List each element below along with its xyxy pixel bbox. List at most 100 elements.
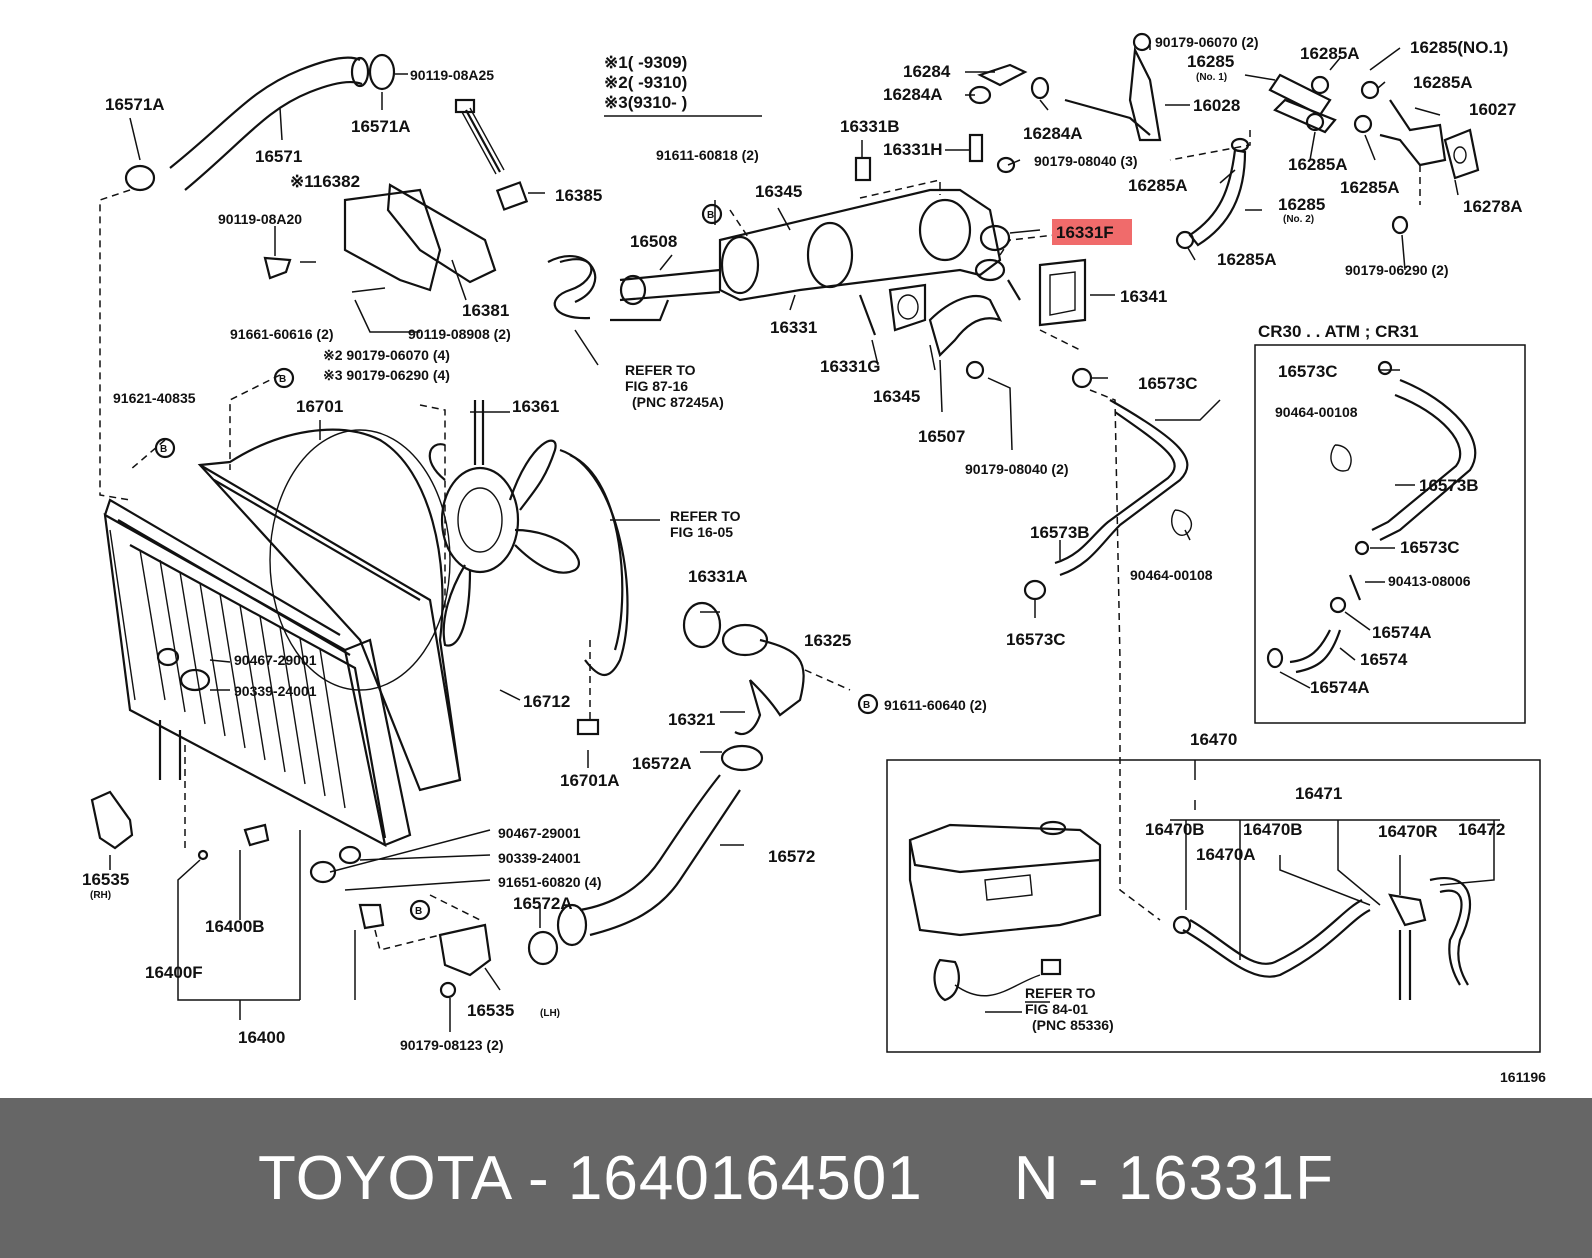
part-label: 16284A xyxy=(883,85,943,104)
part-label: (LH) xyxy=(540,1008,560,1019)
part-label: 16325 xyxy=(804,631,851,650)
part-label: 90467-29001 xyxy=(498,825,581,841)
part-label: 16573C xyxy=(1006,630,1066,649)
legend-line-3: ※3(9310- ) xyxy=(604,93,687,112)
part-label: 90339-24001 xyxy=(234,683,317,699)
legend-line-2: ※2( -9310) xyxy=(604,73,687,92)
part-label: 16572 xyxy=(768,847,815,866)
part-label: 16508 xyxy=(630,232,677,251)
part-label: 16345 xyxy=(873,387,920,406)
part-label: 16574A xyxy=(1310,678,1370,697)
part-label: 16573B xyxy=(1419,476,1479,495)
part-label: (No. 2) xyxy=(1283,214,1314,225)
reservoir-inset xyxy=(886,759,1541,1053)
highlight-16331F xyxy=(1052,219,1132,245)
part-label: 16341 xyxy=(1120,287,1167,306)
part-label: 91651-60820 (4) xyxy=(498,874,602,890)
svg-text:B: B xyxy=(863,700,870,711)
part-label: (No. 1) xyxy=(1196,72,1227,83)
part-label: 16470R xyxy=(1378,822,1438,841)
b-marker-3: B xyxy=(154,437,176,459)
part-label: 16331 xyxy=(770,318,817,337)
b-marker-1: B xyxy=(701,203,723,225)
part-label: FIG 87-16 xyxy=(625,378,688,394)
lower-radiator-hose xyxy=(527,744,764,966)
part-label: (PNC 87245A) xyxy=(632,394,724,410)
part-label: 90179-06290 (2) xyxy=(1345,262,1449,278)
part-label: 16385 xyxy=(555,186,602,205)
part-label: 16345 xyxy=(755,182,802,201)
part-label: 90179-08123 (2) xyxy=(400,1037,504,1053)
part-label: (RH) xyxy=(90,890,111,901)
part-label: 16470A xyxy=(1196,845,1256,864)
svg-text:B: B xyxy=(415,906,422,917)
part-label: 90179-08040 (3) xyxy=(1034,153,1138,169)
part-label: 16470B xyxy=(1243,820,1303,839)
part-label: 90464-00108 xyxy=(1275,404,1358,420)
part-label: 16285(NO.1) xyxy=(1410,38,1508,57)
part-label: 90464-00108 xyxy=(1130,567,1213,583)
part-label: 16285A xyxy=(1340,178,1400,197)
part-label: 16400 xyxy=(238,1028,285,1047)
part-label-16331F: 16331F xyxy=(1056,223,1114,242)
legend-line-1: ※1( -9309) xyxy=(604,53,687,72)
fan-shroud xyxy=(197,428,462,792)
parts-diagram: ※1( -9309) ※2( -9310) ※3(9310- ) xyxy=(82,32,1546,1085)
part-label: 16470 xyxy=(1190,730,1237,749)
part-label: 16285 xyxy=(1278,195,1325,214)
part-label: 91611-60818 (2) xyxy=(656,147,759,163)
part-label: 90119-08A25 xyxy=(410,67,494,83)
part-label: 16285A xyxy=(1128,176,1188,195)
bracket-group xyxy=(263,98,545,333)
part-label: 16400B xyxy=(205,917,265,936)
b-marker-4: B xyxy=(857,693,879,715)
part-label: 16381 xyxy=(462,301,509,320)
part-label: 16571A xyxy=(105,95,165,114)
part-labels: 16571A 90119-08A25 16571A 16571 ※116382 … xyxy=(82,34,1546,1085)
part-label: 90179-08040 (2) xyxy=(965,461,1069,477)
part-label: 16535 xyxy=(467,1001,514,1020)
part-label: 16701A xyxy=(560,771,620,790)
heater-hoses xyxy=(1023,367,1221,921)
part-label: (PNC 85336) xyxy=(1032,1017,1114,1033)
part-label: 91621-40835 xyxy=(113,390,196,406)
upper-radiator-hose xyxy=(124,53,408,192)
part-label: 16471 xyxy=(1295,784,1342,803)
water-outlet-group xyxy=(547,133,1115,451)
part-label: CR30 . . ATM ; CR31 xyxy=(1258,322,1419,341)
part-label: 16027 xyxy=(1469,100,1516,119)
part-label: FIG 16-05 xyxy=(670,524,733,540)
part-label: 16285A xyxy=(1413,73,1473,92)
cr30-inset xyxy=(1254,344,1526,724)
svg-text:B: B xyxy=(707,210,714,221)
part-label: 90179-06070 (2) xyxy=(1155,34,1259,50)
part-label: 16361 xyxy=(512,397,559,416)
part-label: 16285A xyxy=(1300,44,1360,63)
part-label: REFER TO xyxy=(670,508,741,524)
part-label: 16573C xyxy=(1138,374,1198,393)
part-label: 16535 xyxy=(82,870,129,889)
b-markers: B B B B B xyxy=(154,203,879,921)
figure-id: 161196 xyxy=(1500,1069,1546,1085)
part-label: 90339-24001 xyxy=(498,850,581,866)
footer-title: TOYOTA - 1640164501 N - 16331F xyxy=(258,1143,1334,1213)
part-label: 16571 xyxy=(255,147,302,166)
part-label: 90119-08908 (2) xyxy=(408,326,511,342)
part-label: 16331G xyxy=(820,357,881,376)
b-marker-5: B xyxy=(409,899,431,921)
cooling-fan xyxy=(428,400,629,677)
part-label: 16028 xyxy=(1193,96,1240,115)
footer-banner: TOYOTA - 1640164501 N - 16331F xyxy=(0,1098,1592,1258)
part-label: FIG 84-01 xyxy=(1025,1001,1088,1017)
part-label: 16573C xyxy=(1400,538,1460,557)
radiator xyxy=(103,498,412,884)
legend: ※1( -9309) ※2( -9310) ※3(9310- ) xyxy=(604,53,762,117)
part-label: 16285A xyxy=(1217,250,1277,269)
part-label: 16574A xyxy=(1372,623,1432,642)
b-marker-2: B xyxy=(273,367,295,389)
bypass-hoses xyxy=(965,32,1480,271)
thermostat-group xyxy=(682,601,851,736)
part-label: 16572A xyxy=(513,894,573,913)
svg-text:B: B xyxy=(279,374,286,385)
part-label: 90119-08A20 xyxy=(218,211,302,227)
